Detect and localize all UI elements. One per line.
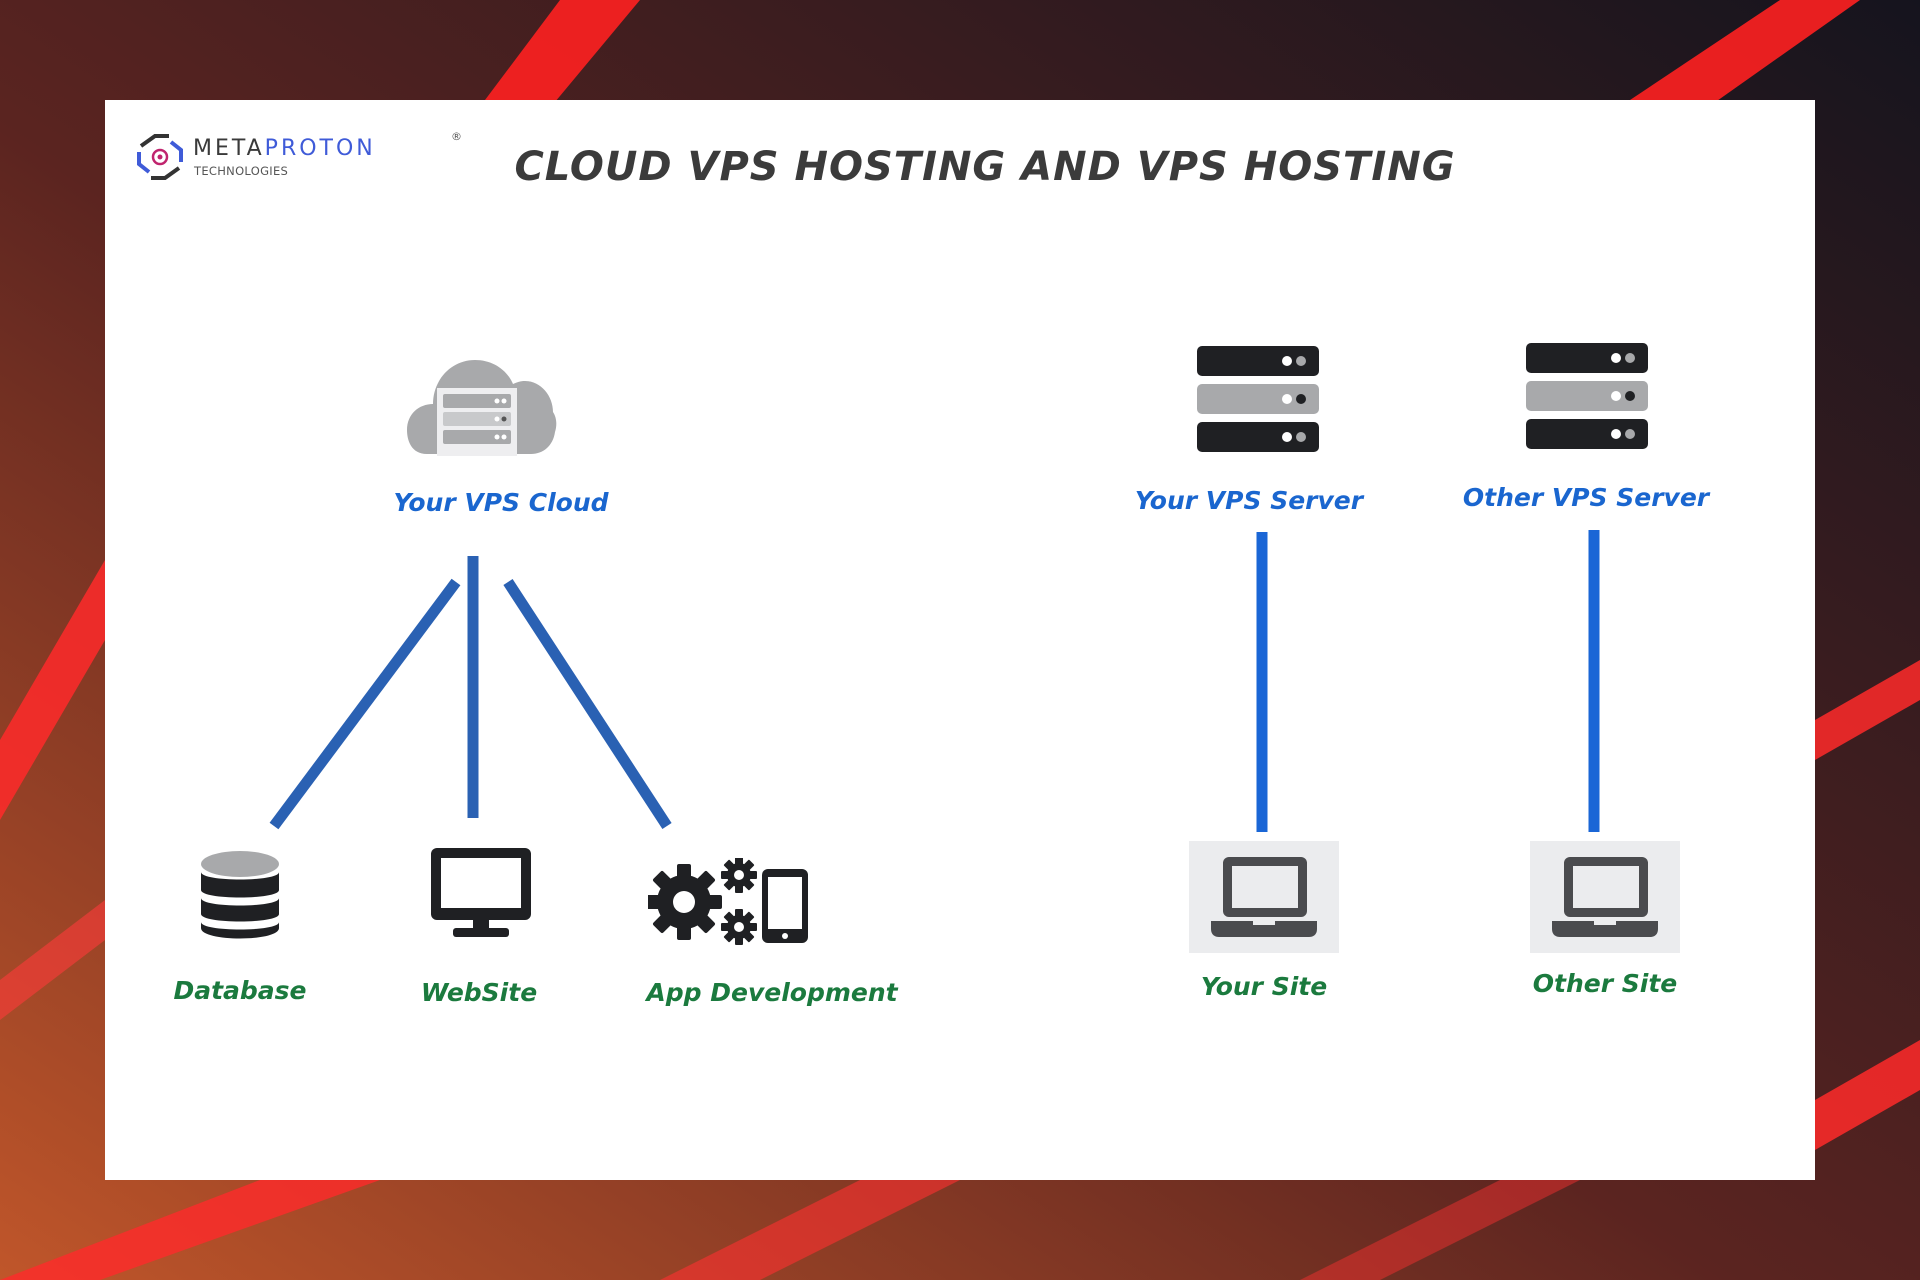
connector-lines xyxy=(269,530,1600,832)
cloud-label: Your VPS Cloud xyxy=(393,488,609,517)
gears-mobile-icon xyxy=(648,858,808,945)
server-stack-icon xyxy=(1526,343,1648,449)
connector-cloud-database xyxy=(269,578,461,830)
logo-brand-accent: PROTON xyxy=(264,136,376,161)
logo-subtitle: TECHNOLOGIES xyxy=(194,164,289,178)
database-icon xyxy=(201,851,279,939)
server-label-1: Your VPS Server xyxy=(1134,486,1364,515)
logo-registered-mark: ® xyxy=(451,130,462,143)
page-title: CLOUD VPS HOSTING AND VPS HOSTING xyxy=(514,144,1456,190)
brand-logo: METAPROTON ® TECHNOLOGIES xyxy=(135,130,462,190)
database-label: Database xyxy=(173,976,307,1005)
website-label: WebSite xyxy=(420,978,538,1007)
site-label-1: Your Site xyxy=(1200,972,1328,1001)
server-stack-icon xyxy=(1197,346,1319,452)
metaproton-logo-icon xyxy=(137,134,183,180)
cloud-server-icon xyxy=(407,360,557,456)
logo-brand-main: META xyxy=(193,136,265,161)
laptop-icon xyxy=(1189,841,1339,953)
logo-wordmark: METAPROTON xyxy=(193,136,376,161)
app-development-label: App Development xyxy=(646,978,898,1007)
connector-cloud-app xyxy=(503,578,672,830)
monitor-icon xyxy=(431,848,531,937)
diagram-card: METAPROTON ® TECHNOLOGIES CLOUD VPS HOST… xyxy=(105,100,1815,1180)
laptop-icon xyxy=(1530,841,1680,953)
site-label-2: Other Site xyxy=(1532,969,1678,998)
server-label-2: Other VPS Server xyxy=(1462,483,1710,512)
